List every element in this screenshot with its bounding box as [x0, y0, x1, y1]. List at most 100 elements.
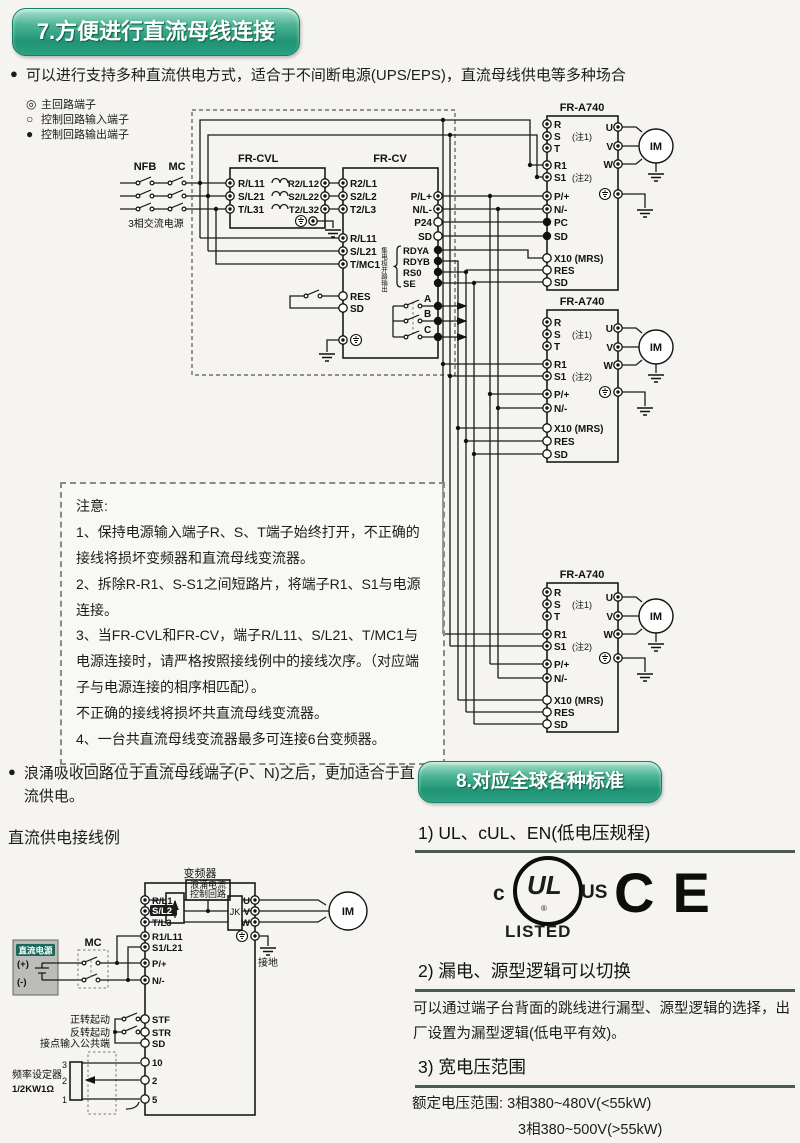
voltage-range: 额定电压范围: 3相380~480V(<55kW) 3相380~500V(>55…	[412, 1091, 662, 1143]
main-circuit-terminal-icon: ◎	[26, 97, 37, 111]
svg-text:P/+: P/+	[554, 192, 569, 203]
svg-text:1: 1	[62, 1095, 67, 1105]
svg-text:IM: IM	[650, 611, 662, 623]
svg-text:P/+: P/+	[554, 390, 569, 401]
standard-item-2: 2) 漏电、源型逻辑可以切换	[418, 961, 631, 981]
converter-enclosure	[191, 109, 456, 376]
svg-text:T: T	[554, 612, 560, 623]
svg-text:SD: SD	[554, 278, 568, 289]
caution-title: 注意:	[76, 498, 108, 514]
cvl-term: T2/L32	[289, 205, 319, 216]
ul-listed: LISTED	[505, 922, 572, 941]
input-label: 接点输入公共端	[40, 1037, 110, 1050]
svg-text:RES: RES	[554, 708, 575, 719]
section7-header: 7.方便进行直流母线连接	[12, 8, 300, 56]
svg-text:R1: R1	[554, 360, 567, 371]
svg-text:S: S	[554, 330, 561, 341]
mc-label: MC	[168, 161, 185, 173]
res-switch	[303, 289, 323, 299]
mc-box	[77, 949, 109, 989]
svg-text:2: 2	[152, 1076, 157, 1087]
cv-term: T2/L3	[350, 205, 377, 216]
ac-power-label: 3相交流电源	[128, 217, 184, 230]
diagram-dc-supply: 变频器 浪涌电流 控制回路 JK R/L1 S/L2 T/L3 R1/L11 S…	[12, 866, 368, 1116]
svg-text:S1: S1	[554, 642, 567, 653]
voltage-value-1: 3相380~480V(<55kW)	[507, 1096, 652, 1112]
cv-term: S/L21	[350, 247, 377, 258]
svg-text:R: R	[554, 588, 562, 599]
svg-text:V: V	[606, 612, 613, 623]
intro-text: 可以进行支持多种直流供电方式，适合于不间断电源(UPS/EPS)，直流母线供电等…	[25, 67, 626, 84]
input-label: 正转起动	[70, 1013, 110, 1026]
ul-circle	[513, 856, 583, 926]
svg-text:(+): (+)	[17, 959, 29, 970]
svg-text:R1/L11: R1/L11	[152, 932, 183, 943]
cv-term: SD	[418, 232, 432, 243]
svg-text:SD: SD	[554, 232, 568, 243]
cv-term: RDYB	[403, 257, 430, 268]
motor-label: IM	[650, 141, 662, 153]
svg-text:T/L3: T/L3	[152, 918, 172, 929]
registered-icon: ®	[541, 904, 547, 913]
dc-source-label: 直流电源	[18, 946, 53, 956]
svg-text:R1: R1	[554, 161, 567, 172]
surge-label: 控制回路	[190, 888, 226, 899]
svg-text:(注1): (注1)	[572, 599, 592, 610]
section8-header: 8.对应全球各种标准	[418, 761, 662, 803]
svg-text:N/-: N/-	[554, 205, 567, 216]
surge-control-box	[185, 879, 231, 901]
svg-text:SD: SD	[152, 1039, 165, 1050]
cv-term: S2/L2	[350, 192, 377, 203]
svg-text:STR: STR	[152, 1028, 171, 1039]
svg-text:R: R	[554, 318, 562, 329]
earth-icon	[324, 229, 342, 238]
svg-text:S: S	[554, 600, 561, 611]
frcv-title: FR-CV	[373, 153, 407, 165]
ce-logo: CE	[614, 861, 728, 924]
pot-label: 频率设定器	[12, 1068, 62, 1081]
svg-text:N/-: N/-	[554, 674, 567, 685]
svg-text:PC: PC	[554, 218, 568, 229]
bullet-icon: ●	[10, 66, 18, 81]
svg-text:U: U	[606, 593, 613, 604]
svg-text:S1: S1	[554, 372, 567, 383]
svg-text:R1: R1	[554, 630, 567, 641]
input-label: 反转起动	[70, 1026, 110, 1039]
surge-text: 浪涌吸收回路位于直流母线端子(P、N)之后，更加适合于直流供电。	[23, 765, 415, 806]
cv-term: R/L11	[350, 234, 377, 245]
cul-us-listed-logo: UL ® c US LISTED	[487, 856, 609, 944]
jk-box	[227, 895, 243, 931]
bullet-icon: ●	[8, 764, 16, 779]
svg-text:W: W	[604, 160, 614, 171]
divider	[415, 850, 795, 853]
caution-line: 2、拆除R-R1、S-S1之间短路片，将端子R1、S1与电源连接。	[76, 575, 421, 618]
svg-text:X10 (MRS): X10 (MRS)	[554, 254, 603, 265]
standard-item-1: 1) UL、cUL、EN(低电压规程)	[418, 823, 651, 843]
svg-text:N/-: N/-	[554, 404, 567, 415]
inverter-title: FR-A740	[560, 296, 605, 308]
svg-text:2: 2	[62, 1076, 67, 1086]
inverter-title: FR-A740	[560, 102, 605, 114]
svg-text:(-): (-)	[17, 977, 27, 988]
svg-text:P/+: P/+	[152, 959, 167, 970]
ul-us: US	[581, 882, 608, 903]
legend-item: ●控制回路输出端子	[26, 127, 129, 141]
svg-text:(注1): (注1)	[572, 329, 592, 340]
cv-term: RDYA	[403, 246, 429, 257]
mc-switch	[167, 176, 187, 186]
legend-item: ◎主回路端子	[26, 97, 96, 111]
svg-text:U: U	[606, 123, 613, 134]
svg-text:3: 3	[62, 1060, 67, 1070]
legend-item: ○控制回路输入端子	[26, 112, 129, 126]
svg-text:W: W	[241, 918, 250, 929]
caution-line: 3、当FR-CVL和FR-CV，端子R/L11、S/L21、T/MC1与电源连接…	[76, 627, 419, 696]
cv-term: R2/L1	[350, 179, 378, 190]
logic-switch-text: 可以通过端子台背面的跳线进行漏型、源型逻辑的选择，出厂设置为漏型逻辑(低电平有效…	[413, 1001, 790, 1042]
mc-label: MC	[84, 937, 101, 949]
cv-term: A	[424, 294, 431, 305]
ul-letters: UL	[527, 870, 562, 900]
inverter2-box	[144, 882, 256, 1116]
caution-box: 注意: 1、保持电源输入端子R、S、T端子始终打开，不正确的接线将损坏变频器和直…	[60, 482, 445, 765]
